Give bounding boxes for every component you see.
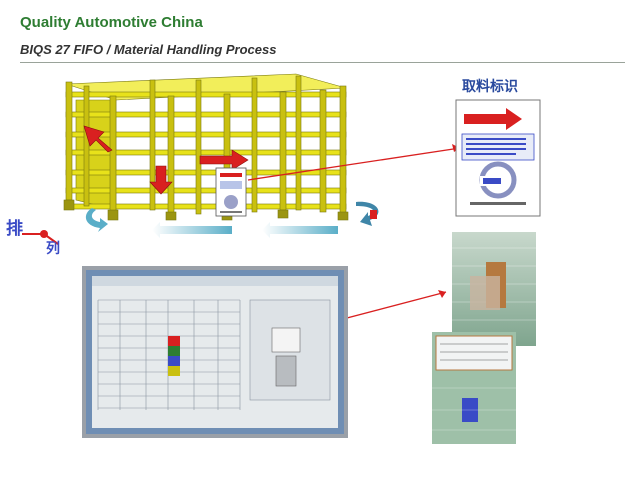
left-flow-arrow-icon bbox=[152, 222, 232, 238]
rack-label-card bbox=[215, 167, 247, 217]
pointer-line bbox=[247, 147, 461, 181]
flow-arrows bbox=[85, 201, 379, 238]
pick-label-card bbox=[455, 99, 541, 217]
axis-row-label: 排 bbox=[6, 219, 23, 239]
rotate-arrow-icon bbox=[356, 201, 379, 226]
header-divider bbox=[20, 62, 625, 63]
left-flow-arrow-icon bbox=[262, 222, 338, 238]
axis-column-label: 列 bbox=[46, 241, 60, 257]
inventory-board-photo bbox=[82, 266, 348, 438]
diagonal-arrow-icon bbox=[83, 125, 113, 153]
storage-rack bbox=[63, 73, 349, 221]
rack-arrows bbox=[83, 125, 249, 195]
rotate-arrow-icon bbox=[85, 208, 108, 232]
page-title: Quality Automotive China bbox=[20, 14, 203, 31]
right-arrow-icon bbox=[199, 149, 249, 171]
page-subtitle: BIQS 27 FIFO / Material Handling Process bbox=[20, 42, 277, 57]
pallet-tag-photo bbox=[432, 332, 516, 444]
right-arrow-icon bbox=[464, 108, 522, 130]
card-title: 取料标识 bbox=[462, 79, 518, 95]
down-arrow-icon bbox=[149, 165, 173, 195]
marker-icon bbox=[370, 210, 377, 219]
pallet-stack-photo bbox=[452, 232, 536, 346]
axis-indicator bbox=[22, 230, 59, 245]
